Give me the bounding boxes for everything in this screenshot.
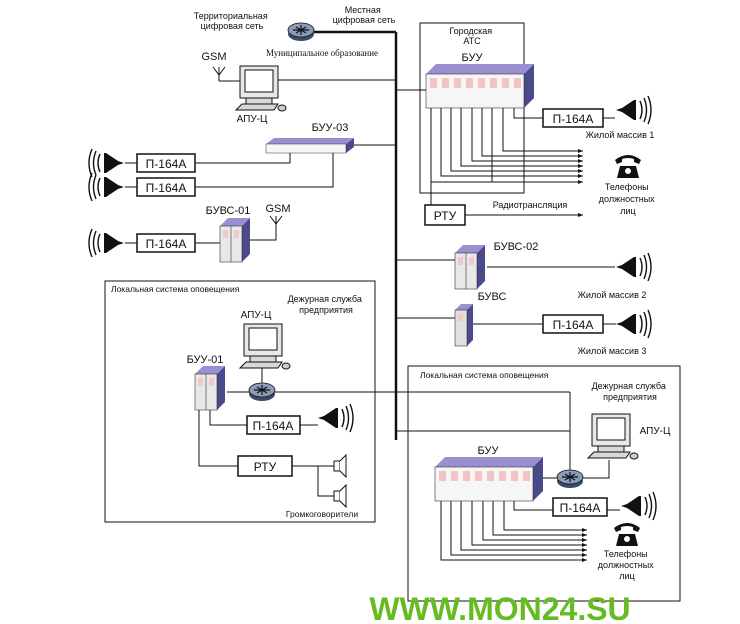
amplifier-box	[136, 233, 196, 253]
buvs01-device-icon	[219, 217, 251, 263]
amplifier-box	[136, 153, 196, 173]
duty-service-label: Дежурная служба предприятия	[592, 381, 669, 402]
buu-label: БУУ	[462, 52, 484, 64]
local-system-right-box	[407, 365, 681, 602]
amplifier-label: П-164А	[553, 112, 594, 126]
computer-icon	[235, 65, 287, 112]
buvs02-device-icon	[454, 244, 486, 290]
loudspeaker-icon	[615, 95, 652, 125]
phones-label: Телефоны должностных лиц	[598, 549, 656, 581]
duty-service-label: Дежурная служба предприятия	[288, 294, 365, 315]
amplifier-label: П-164А	[146, 157, 187, 171]
loudspeaker-icon	[88, 172, 125, 202]
speakers-label: Громкоговорители	[286, 509, 358, 519]
apu-label: АПУ-Ц	[241, 310, 272, 321]
buu03-device-icon	[265, 137, 355, 154]
loudspeaker-icon	[88, 148, 125, 178]
amplifier-box	[542, 314, 604, 334]
buvs-label: БУВС	[478, 291, 507, 303]
amplifier-label: П-164А	[553, 318, 594, 332]
buvs02-label: БУВС-02	[494, 241, 539, 253]
main-bus	[272, 30, 571, 478]
rtu-box	[424, 204, 466, 226]
router-icon	[248, 382, 276, 402]
loudspeaker-icon	[615, 309, 652, 339]
amplifier-box	[552, 497, 608, 517]
amplifier-label: П-164А	[253, 419, 294, 433]
local-network-label: Местная цифровая сеть	[333, 5, 396, 25]
gsm-label: GSM	[265, 203, 290, 215]
digital-network-router-icon	[287, 22, 315, 42]
rtu-box	[237, 455, 293, 477]
speaker-icon	[333, 454, 347, 478]
amplifier-box	[542, 108, 604, 128]
telephone-icon	[614, 523, 640, 546]
phones-label: Телефоны должностных лиц	[599, 182, 657, 216]
buu-rack-icon	[425, 63, 535, 109]
broadcast-label: Радиотрансляция	[493, 200, 568, 210]
apu-label: АПУ-Ц	[237, 114, 268, 125]
amplifier-label: П-164А	[146, 237, 187, 251]
antenna-icon	[212, 66, 226, 82]
loudspeaker-icon	[317, 403, 354, 433]
territorial-network-label: Территориальная цифровая сеть	[194, 11, 270, 31]
computer-icon	[239, 323, 291, 370]
gsm-label: GSM	[201, 51, 226, 63]
buvs-device-icon	[454, 303, 474, 347]
antenna-icon	[269, 215, 283, 231]
local-system-left-title: Локальная система оповещения	[111, 284, 240, 294]
telephone-icon	[615, 155, 641, 178]
city-ats-label: Городская АТС	[449, 26, 494, 46]
amplifier-label: П-164А	[146, 181, 187, 195]
buu-rack-icon	[434, 456, 544, 502]
speaker-icon	[333, 484, 347, 508]
amplifier-box	[136, 177, 196, 197]
router-icon	[556, 469, 584, 489]
watermark-text: WWW.MON24.SU	[369, 591, 630, 624]
loudspeaker-icon	[88, 228, 125, 258]
local-system-right-title: Локальная система оповещения	[420, 370, 549, 380]
local-system-left-box	[104, 280, 376, 523]
buu01-device-icon	[194, 365, 226, 411]
zone3-label: Жилой массив 3	[578, 346, 647, 356]
buu-label: БУУ	[478, 445, 500, 457]
buvs01-label: БУВС-01	[206, 205, 251, 217]
rtu-label: РТУ	[254, 460, 277, 474]
amplifier-box	[246, 415, 301, 435]
zone2-label: Жилой массив 2	[578, 290, 647, 300]
zone1-label: Жилой массив 1	[586, 130, 655, 140]
apu-label: АПУ-Ц	[640, 426, 671, 437]
buu03-label: БУУ-03	[312, 122, 349, 134]
loudspeaker-icon	[615, 252, 652, 282]
amplifier-label: П-164А	[560, 501, 601, 515]
municipal-label: Муниципальное образование	[266, 48, 378, 58]
rtu-label: РТУ	[434, 209, 457, 223]
buu01-label: БУУ-01	[187, 354, 224, 366]
loudspeaker-icon	[620, 491, 657, 521]
computer-icon	[587, 413, 639, 460]
